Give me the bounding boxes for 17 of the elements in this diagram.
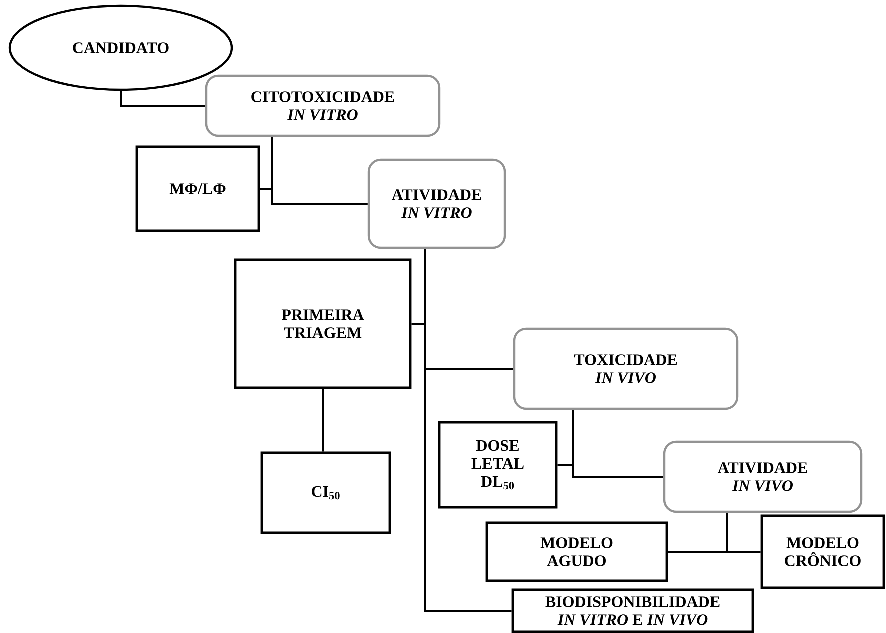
process-box: BIODISPONIBILIDADE IN VITRO E IN VIVO — [512, 588, 754, 633]
process-box: CI$_{50}$ — [260, 452, 392, 534]
process-box: DOSE LETAL DL$_{50}$ — [438, 421, 558, 509]
connector-line — [271, 137, 368, 205]
process-box: MΦ/LΦ — [136, 146, 260, 232]
connector-line — [726, 513, 761, 553]
connector-line — [120, 91, 206, 107]
rounded-box: CITOTOXICIDADE IN VITRO — [205, 74, 441, 138]
rounded-box: TOXICIDADE IN VIVO — [513, 328, 739, 410]
rounded-box: ATIVIDADE IN VIVO — [663, 440, 863, 514]
process-box: MODELO CRÔNICO — [760, 514, 886, 590]
process-box: PRIMEIRA TRIAGEM — [234, 258, 412, 390]
connector-line — [572, 410, 664, 478]
connector-line — [322, 389, 324, 452]
rounded-box: ATIVIDADE IN VITRO — [368, 158, 506, 250]
connector-line — [424, 249, 512, 612]
process-box: MODELO AGUDO — [486, 522, 668, 582]
